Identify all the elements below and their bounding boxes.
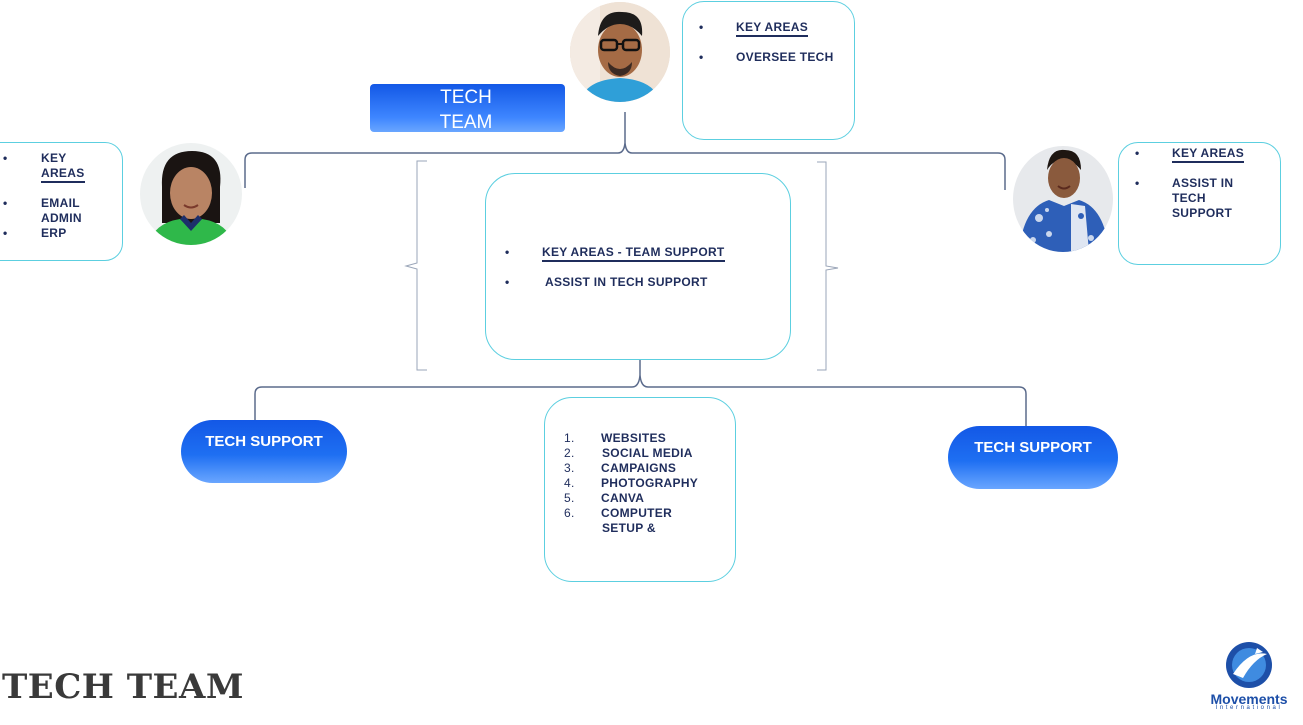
bullet: • [3, 226, 8, 240]
bullet: • [1135, 146, 1140, 160]
avatar-right [1013, 146, 1113, 252]
bullet: • [505, 275, 510, 289]
list-item: CANVA [601, 491, 645, 505]
tech-team-label-line1: TECH [440, 87, 492, 108]
tech-support-pill-right: TECH SUPPORT [948, 426, 1118, 489]
right-bracket [817, 161, 839, 371]
bullet: • [699, 20, 704, 34]
tech-support-pill-left: TECH SUPPORT [181, 420, 347, 483]
left-key-areas-box: • KEY AREAS • EMAIL ADMIN • ERP [0, 142, 123, 261]
right-key-area-item: ASSIST IN [1172, 176, 1234, 190]
list-number: 4. [564, 476, 575, 490]
list-number: 1. [564, 431, 575, 445]
right-key-area-item: TECH [1172, 191, 1206, 205]
top-connector [244, 112, 1006, 190]
center-key-areas-heading: KEY AREAS - TEAM SUPPORT [542, 245, 725, 262]
top-key-areas-heading: KEY AREAS [736, 20, 809, 37]
tech-team-label-line2: TEAM [439, 112, 493, 133]
list-item: CAMPAIGNS [601, 461, 677, 475]
bottom-connector [254, 360, 1027, 428]
page-title: TECH TEAM [2, 667, 244, 707]
right-key-area-item: SUPPORT [1172, 206, 1233, 220]
avatar-left [140, 143, 242, 245]
bullet: • [3, 151, 8, 165]
top-key-areas-box: • KEY AREAS • OVERSEE TECH [682, 1, 855, 140]
center-key-areas-box: • KEY AREAS - TEAM SUPPORT • ASSIST IN T… [485, 173, 791, 360]
list-item: WEBSITES [601, 431, 667, 445]
top-key-area-item: OVERSEE TECH [736, 50, 834, 64]
bullet: • [1135, 176, 1140, 190]
left-key-area-item: EMAIL [41, 196, 80, 210]
right-key-areas-box: • KEY AREAS • ASSIST IN TECH SUPPORT [1118, 142, 1281, 265]
list-item: PHOTOGRAPHY [601, 476, 699, 490]
globe-icon [1226, 642, 1272, 688]
list-number: 3. [564, 461, 575, 475]
right-key-areas-heading: KEY AREAS [1172, 146, 1245, 163]
ordered-list: 1. WEBSITES 2. SOCIAL MEDIA 3. CAMPAIGNS… [564, 431, 734, 541]
list-item-continued: SETUP & [602, 521, 656, 535]
list-number: 5. [564, 491, 575, 505]
bullet: • [3, 196, 8, 210]
bottom-list-box: 1. WEBSITES 2. SOCIAL MEDIA 3. CAMPAIGNS… [544, 397, 736, 582]
list-item: SOCIAL MEDIA [602, 446, 693, 460]
bullet: • [505, 245, 510, 259]
list-item: COMPUTER [601, 506, 673, 520]
avatar-top [570, 2, 670, 102]
tech-team-label: TECH TEAM [370, 84, 565, 133]
left-key-areas-heading: KEY [41, 151, 67, 165]
list-number: 2. [564, 446, 575, 460]
left-key-area-item: ADMIN [41, 211, 82, 225]
center-key-area-item: ASSIST IN TECH SUPPORT [545, 275, 708, 289]
logo-name: Movements [1210, 691, 1288, 707]
logo-subtitle: International [1215, 705, 1283, 711]
movements-logo: Movements International [1203, 640, 1295, 712]
bullet: • [699, 50, 704, 64]
left-bracket [404, 160, 427, 371]
left-key-area-item: ERP [41, 226, 67, 240]
left-key-areas-heading-2: AREAS [41, 166, 85, 183]
list-number: 6. [564, 506, 575, 520]
